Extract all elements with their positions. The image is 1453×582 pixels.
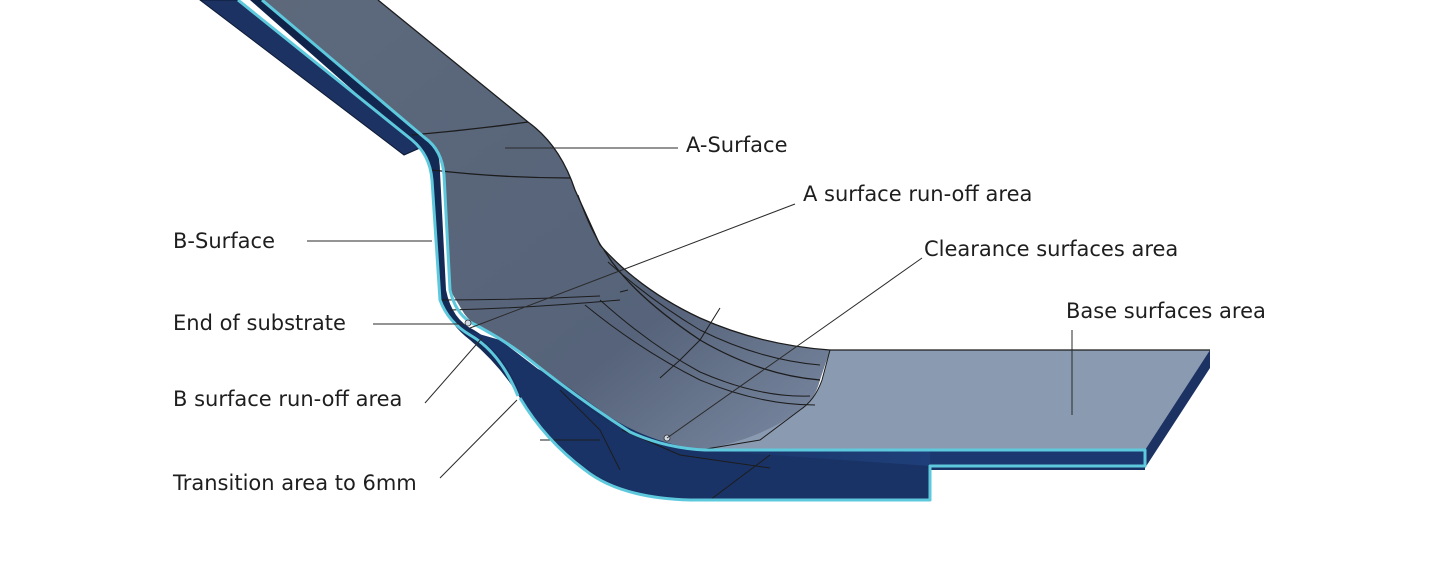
label-end-substrate: End of substrate <box>173 311 346 335</box>
b-surface-outline-inner <box>237 0 520 397</box>
edge-line-8 <box>599 299 811 397</box>
a-surface-face <box>262 0 830 450</box>
edge-line-6 <box>607 261 821 366</box>
transition-body <box>465 330 930 500</box>
leader-b-runoff <box>424 337 483 404</box>
edge-line-7 <box>584 304 816 406</box>
leader-transition <box>439 399 518 479</box>
end-substrate-marker <box>464 319 472 327</box>
leader-a-runoff <box>469 203 796 329</box>
label-base: Base surfaces area <box>1066 299 1266 323</box>
base-plate-edge <box>1145 350 1210 468</box>
edge-line-4 <box>449 299 621 311</box>
leader-clearance <box>666 257 923 439</box>
label-b-surface: B-Surface <box>173 229 275 253</box>
top-strip-edge <box>377 0 1210 351</box>
label-a-runoff: A surface run-off area <box>803 182 1033 206</box>
b-surface-outline <box>261 0 1147 502</box>
label-a-surface: A-Surface <box>686 133 788 157</box>
base-plate <box>700 350 1210 450</box>
edge-line-1 <box>411 121 529 136</box>
edge-line-16 <box>709 454 771 501</box>
edge-line-14 <box>559 389 621 471</box>
label-clearance: Clearance surfaces area <box>924 237 1179 261</box>
label-transition: Transition area to 6mm <box>173 471 417 495</box>
edge-line-10 <box>659 307 721 379</box>
label-b-runoff: B surface run-off area <box>173 387 403 411</box>
base-plate-front <box>700 450 1145 468</box>
edge-line-9 <box>619 289 629 293</box>
edge-line-12 <box>699 349 831 451</box>
edge-line-3 <box>439 295 601 301</box>
edge-line-2 <box>431 169 571 179</box>
